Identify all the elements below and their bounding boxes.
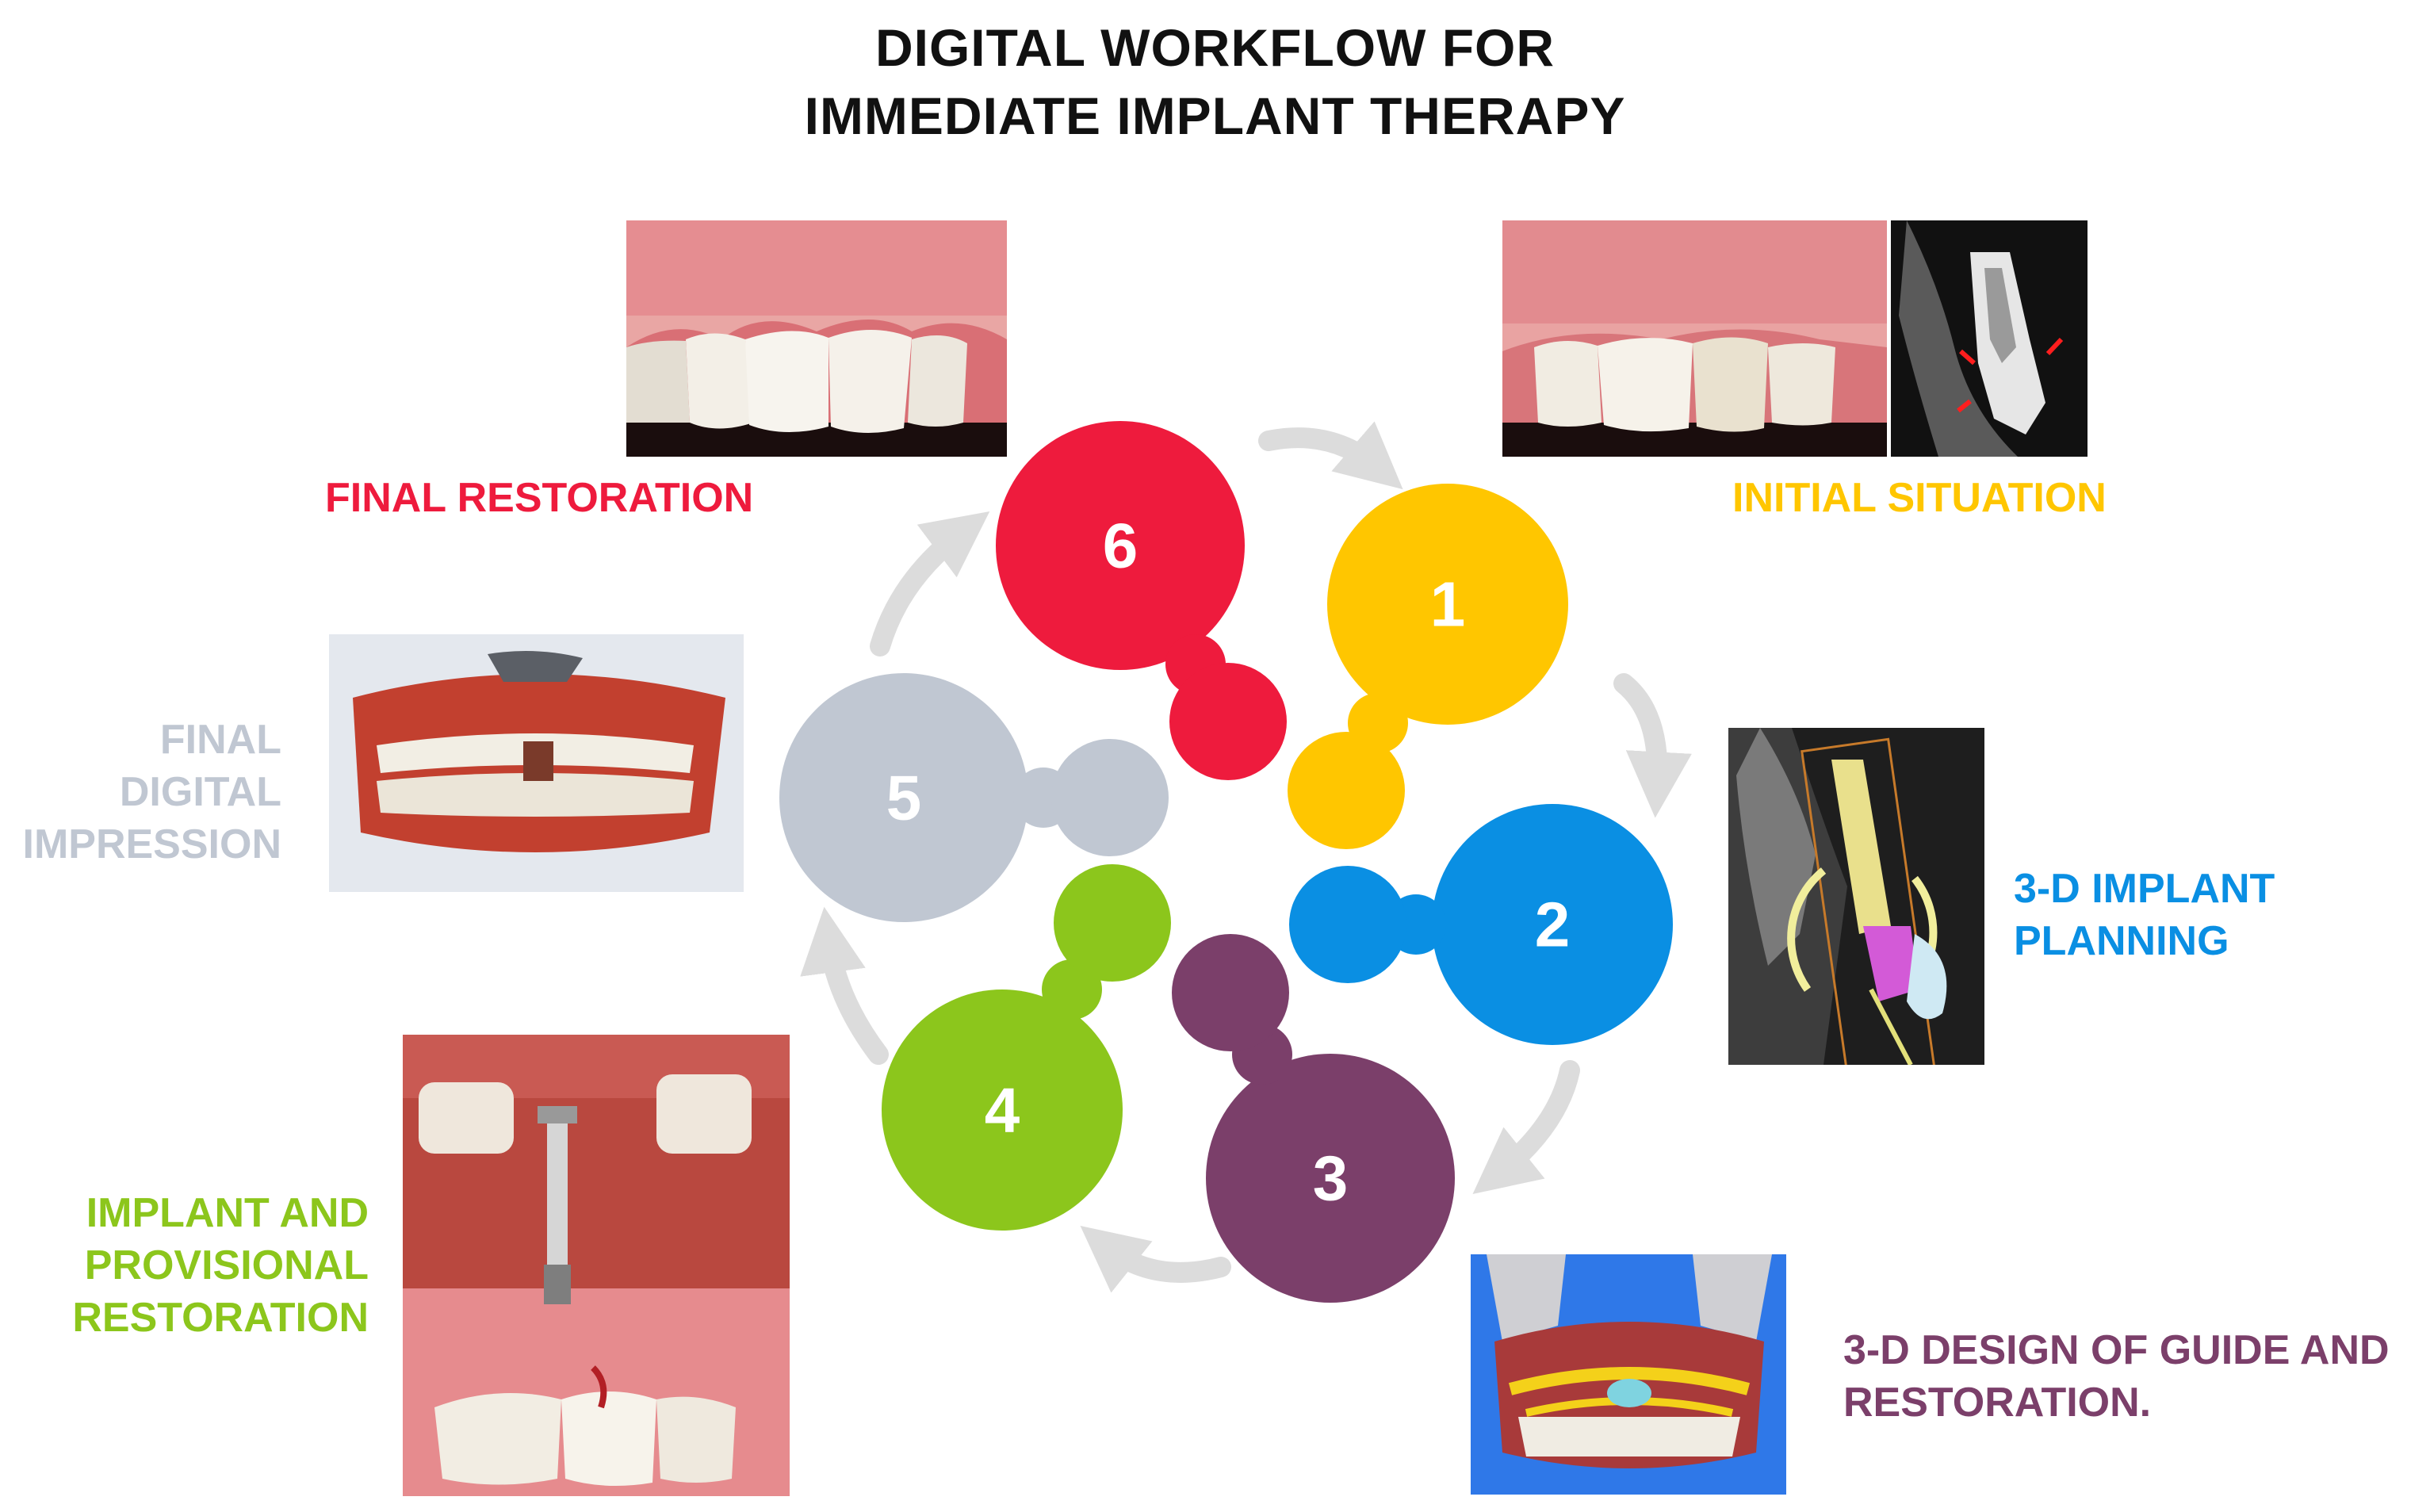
step-5-small-circle xyxy=(1051,739,1169,856)
step-5-number: 5 xyxy=(886,763,922,833)
step-5-main-circle xyxy=(779,673,1028,922)
step-5-node: 5 xyxy=(779,673,1169,922)
step-6-main-circle xyxy=(996,421,1245,670)
step-3-number: 3 xyxy=(1313,1143,1349,1214)
step-5-label: FINAL DIGITAL IMPRESSION xyxy=(22,717,282,867)
step-3-small-circle xyxy=(1172,934,1289,1051)
step-4-small-circle xyxy=(1054,864,1171,982)
step-4-main-circle xyxy=(882,989,1123,1231)
step-3-main-circle xyxy=(1206,1054,1455,1303)
step-1-label: INITIAL SITUATION xyxy=(1732,475,2107,521)
step-6-small-circle xyxy=(1169,663,1287,780)
title-line-2: IMMEDIATE IMPLANT THERAPY xyxy=(804,86,1626,145)
step-1-node: 1 xyxy=(1288,484,1568,849)
step-2-node: 2 xyxy=(1289,804,1673,1045)
arrow-5-to-6 xyxy=(870,511,990,656)
title-line-1: DIGITAL WORKFLOW FOR xyxy=(874,18,1556,77)
arrow-6-to-1 xyxy=(1258,421,1403,490)
guide-design-render xyxy=(1471,1254,1786,1495)
initial-cbct-slice xyxy=(1891,220,2088,457)
step-6-node: 6 xyxy=(996,421,1287,780)
step-4-number: 4 xyxy=(985,1075,1020,1146)
cycle-arrows xyxy=(800,421,1692,1293)
step-3-node: 3 xyxy=(1172,934,1455,1303)
step-2-label: 3-D IMPLANT PLANNING xyxy=(2014,866,2275,964)
step-4-node: 4 xyxy=(882,864,1171,1231)
initial-situation-photo xyxy=(1502,220,1887,457)
step-2-number: 2 xyxy=(1535,890,1571,960)
step-3-label: 3-D DESIGN OF GUIDE AND RESTORATION. xyxy=(1843,1327,2390,1426)
implant-provisional-photo xyxy=(403,1035,790,1496)
digital-impression-scan xyxy=(329,634,744,892)
step-4-label: IMPLANT AND PROVISIONAL RESTORATION xyxy=(72,1190,369,1341)
arrow-3-to-4 xyxy=(1080,1226,1231,1293)
step-2-small-circle xyxy=(1289,866,1406,983)
step-1-number: 1 xyxy=(1430,569,1466,640)
arrow-2-to-3 xyxy=(1472,1060,1580,1194)
arrow-4-to-5 xyxy=(800,906,889,1065)
step-1-small-circle xyxy=(1288,732,1405,849)
arrow-1-to-2 xyxy=(1613,673,1692,818)
final-restoration-photo xyxy=(626,220,1007,457)
implant-planning-cbct xyxy=(1728,728,1984,1065)
step-6-number: 6 xyxy=(1103,511,1138,581)
step-2-main-circle xyxy=(1432,804,1673,1045)
step-6-label: FINAL RESTORATION xyxy=(325,475,754,521)
step-1-main-circle xyxy=(1327,484,1568,725)
